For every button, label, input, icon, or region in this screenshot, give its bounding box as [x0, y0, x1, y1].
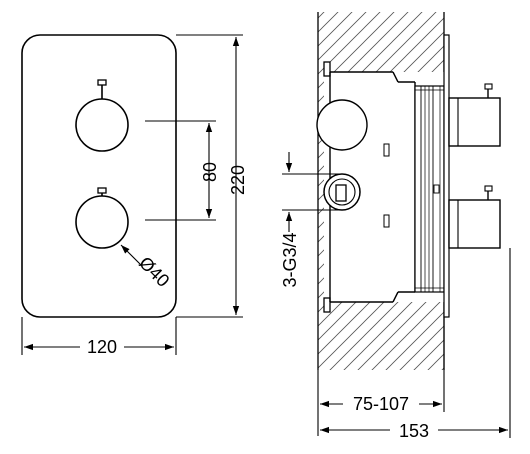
connection-label: 3-G3/4 — [280, 232, 300, 287]
diameter-label: Ø40 — [135, 253, 173, 291]
extension-frame — [414, 85, 445, 293]
front-view: 80 220 120 Ø40 — [21, 34, 248, 357]
cartridge-upper — [316, 99, 368, 151]
depth-dimension: 75-107 — [317, 317, 445, 436]
spacing-label: 80 — [200, 162, 220, 182]
overall-label: 153 — [399, 421, 429, 441]
connection-dimension: 3-G3/4 — [280, 152, 342, 288]
wall-section-bottom — [318, 302, 444, 370]
cover-plate-section — [443, 34, 450, 318]
wall-section-top — [318, 12, 444, 72]
overall-dimension: 153 — [320, 248, 511, 441]
upper-knob — [75, 79, 129, 152]
height-dimension: 220 — [176, 34, 248, 318]
connection-port — [323, 173, 361, 211]
side-view: 3-G3/4 75-107 153 — [280, 12, 511, 441]
wall-section-left — [318, 72, 324, 302]
lower-knob — [75, 187, 129, 249]
cover-plate — [21, 34, 177, 318]
handle-lower-side — [448, 185, 501, 249]
height-label: 220 — [228, 165, 248, 195]
spacing-dimension: 80 — [145, 120, 220, 221]
width-dimension: 120 — [21, 317, 177, 357]
handle-upper-side — [448, 83, 501, 147]
diameter-callout: Ø40 — [120, 244, 173, 291]
width-label: 120 — [87, 337, 117, 357]
depth-label: 75-107 — [353, 394, 409, 414]
